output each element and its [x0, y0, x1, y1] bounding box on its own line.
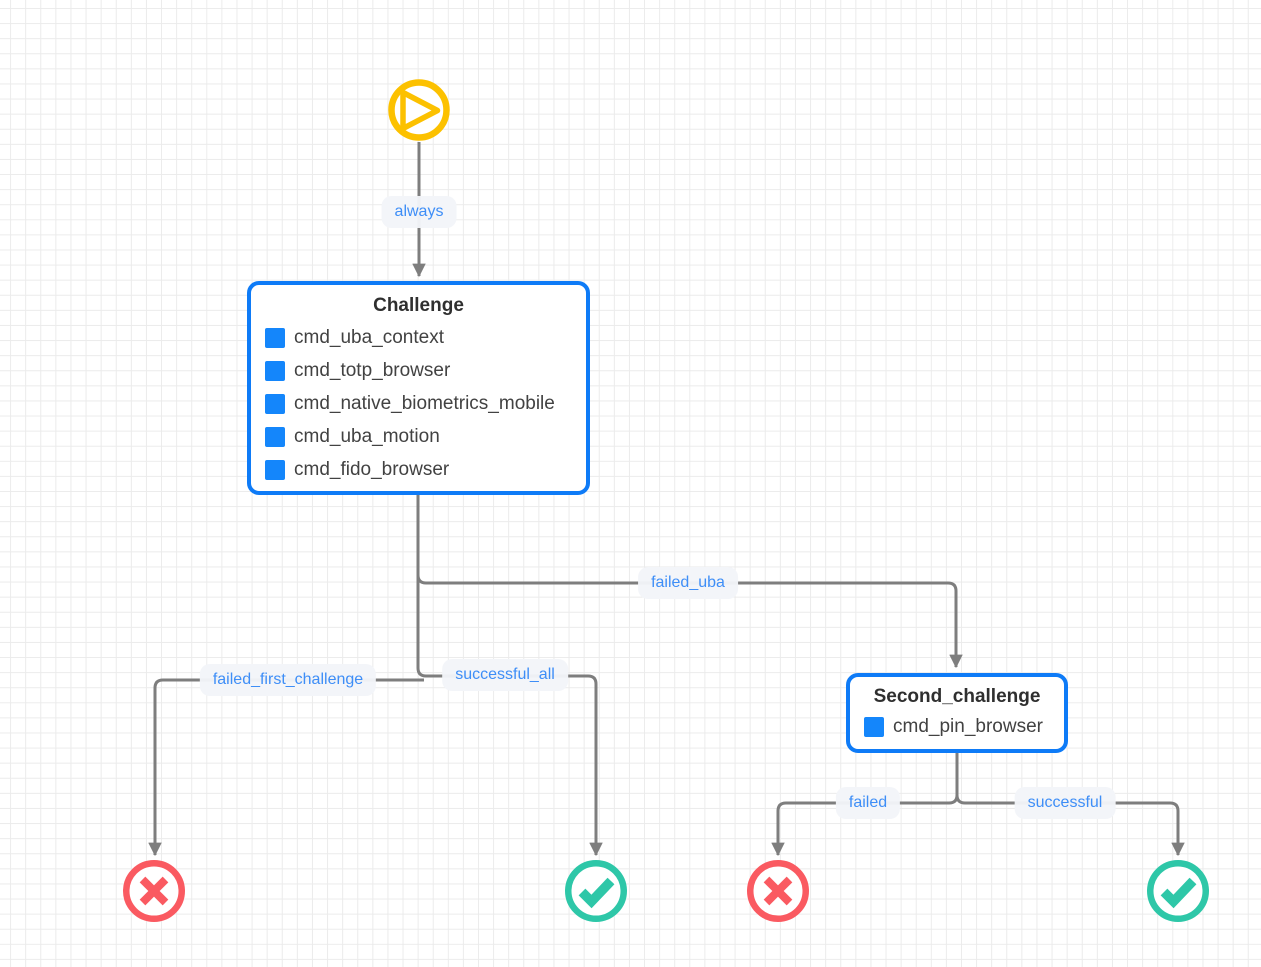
edge-label-always[interactable]: always [381, 196, 457, 228]
node-item-cmd-totp-browser[interactable]: cmd_totp_browser [251, 354, 586, 387]
command-square-icon [265, 426, 285, 447]
play-triangle-icon [400, 89, 441, 132]
node-item-label: cmd_pin_browser [893, 716, 1043, 737]
edge-label-successful[interactable]: successful [1014, 787, 1116, 819]
end-node-success-left[interactable] [568, 863, 624, 919]
node-item-cmd-fido-browser[interactable]: cmd_fido_browser [251, 453, 586, 486]
command-square-icon [265, 360, 285, 381]
node-challenge-title: Challenge [373, 295, 464, 316]
node-challenge[interactable]: Challenge cmd_uba_context cmd_totp_brows… [247, 281, 590, 495]
node-item-label: cmd_uba_motion [294, 425, 440, 447]
node-item-cmd-pin-browser[interactable]: cmd_pin_browser [850, 712, 1064, 742]
node-second-challenge[interactable]: Second_challenge cmd_pin_browser [846, 673, 1068, 753]
node-second-challenge-title: Second_challenge [873, 686, 1041, 707]
start-node[interactable] [388, 79, 450, 141]
end-node-success-right[interactable] [1150, 863, 1206, 919]
node-item-cmd-uba-motion[interactable]: cmd_uba_motion [251, 420, 586, 453]
node-item-cmd-uba-context[interactable]: cmd_uba_context [251, 321, 586, 354]
command-square-icon [265, 459, 285, 480]
node-item-label: cmd_totp_browser [294, 359, 451, 381]
node-item-label: cmd_uba_context [294, 326, 444, 348]
command-square-icon [864, 717, 884, 737]
node-item-label: cmd_native_biometrics_mobile [294, 392, 555, 414]
edge-label-successful-all[interactable]: successful_all [442, 659, 568, 691]
node-item-label: cmd_fido_browser [294, 458, 450, 480]
node-item-cmd-native-biometrics-mobile[interactable]: cmd_native_biometrics_mobile [251, 387, 586, 420]
command-square-icon [265, 393, 285, 414]
edge-failed-first-challenge[interactable] [148, 678, 424, 857]
edge-label-failed-uba[interactable]: failed_uba [638, 567, 738, 599]
edge-label-failed-first-challenge[interactable]: failed_first_challenge [199, 664, 377, 696]
edge-label-failed[interactable]: failed [835, 787, 901, 819]
command-square-icon [265, 327, 285, 348]
end-node-fail-left[interactable] [126, 863, 182, 919]
end-node-fail-right[interactable] [750, 863, 806, 919]
